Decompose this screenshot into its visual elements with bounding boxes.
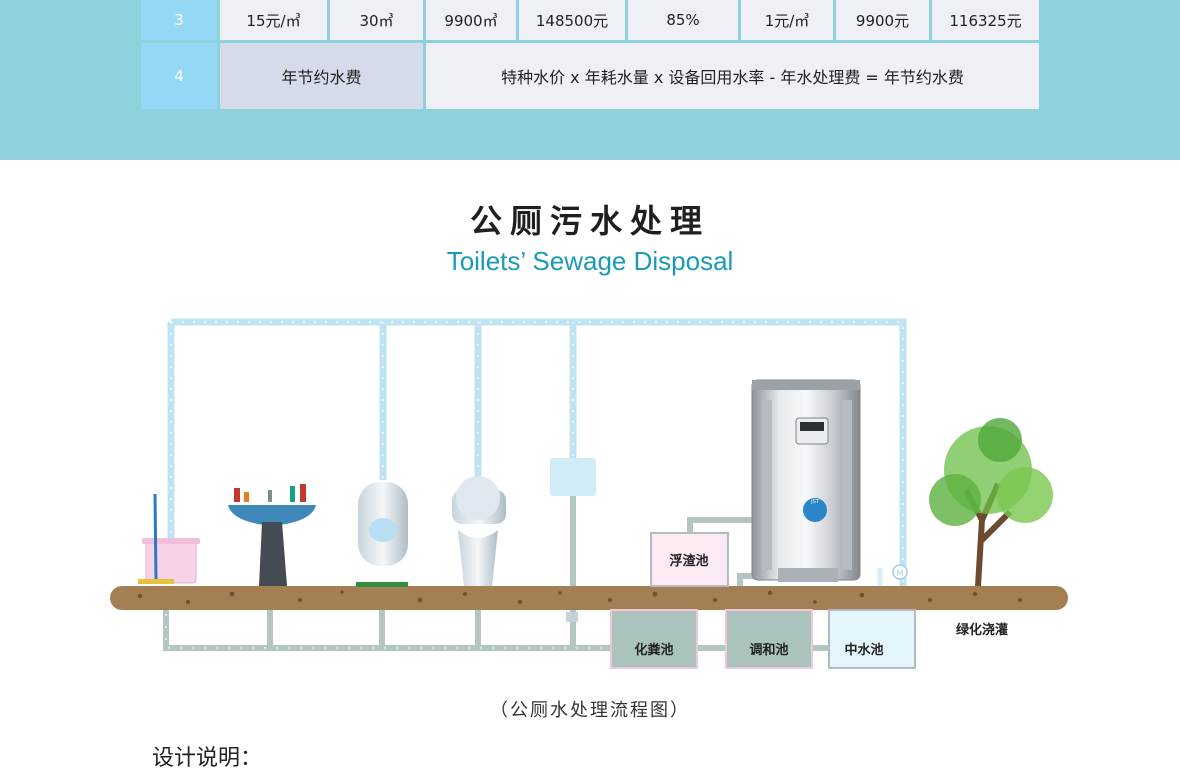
septic-tank <box>610 609 698 669</box>
ground-soil <box>110 586 1068 610</box>
mop-bucket <box>138 493 200 584</box>
unit-badge: JST <box>810 499 820 505</box>
regulating-tank-label: 调和池 <box>749 642 788 658</box>
table-cell: 15元/㎥ <box>220 0 327 40</box>
greening-label: 绿化浇灌 <box>956 622 1008 638</box>
wash-basin <box>228 484 316 586</box>
treatment-unit <box>751 379 861 582</box>
meter-label: M <box>897 569 904 578</box>
scum-tank <box>650 532 729 587</box>
toilet <box>452 476 506 586</box>
meter-icon <box>892 564 908 580</box>
page-subtitle: Toilets’ Sewage Disposal <box>446 246 734 276</box>
table-cell: 9900㎥ <box>426 0 516 40</box>
table-cell: 148500元 <box>519 0 625 40</box>
table-cell: 30㎥ <box>330 0 423 40</box>
regulating-tank <box>725 609 813 669</box>
reclaimed-pipe-arrows <box>170 321 904 592</box>
table-formula: 特种水价 x 年耗水量 x 设备回用水率 - 年水处理费 = 年节约水费 <box>426 43 1039 109</box>
table-row-number: 4 <box>141 43 217 109</box>
table-cell: 85% <box>628 0 738 40</box>
reclaimed-tank-label: 中水池 <box>844 642 883 658</box>
septic-tank-label: 化粪池 <box>634 642 673 658</box>
flush-tank <box>550 458 596 622</box>
design-notes-heading: 设计说明： <box>152 746 263 771</box>
diagram-caption: （公厕水处理流程图） <box>490 700 690 721</box>
table-cell: 116325元 <box>932 0 1039 40</box>
soil-texture <box>137 590 1022 605</box>
urinal <box>356 482 408 587</box>
scum-tank-label: 浮渣池 <box>669 553 708 569</box>
reclaimed-water-tank <box>828 609 916 669</box>
table-row-number: 3 <box>141 0 217 40</box>
table-row-label: 年节约水费 <box>220 43 423 109</box>
table-cell: 1元/㎥ <box>741 0 833 40</box>
tree <box>929 418 1053 587</box>
page-title: 公厕污水处理 <box>469 202 710 240</box>
table-cell: 9900元 <box>836 0 929 40</box>
